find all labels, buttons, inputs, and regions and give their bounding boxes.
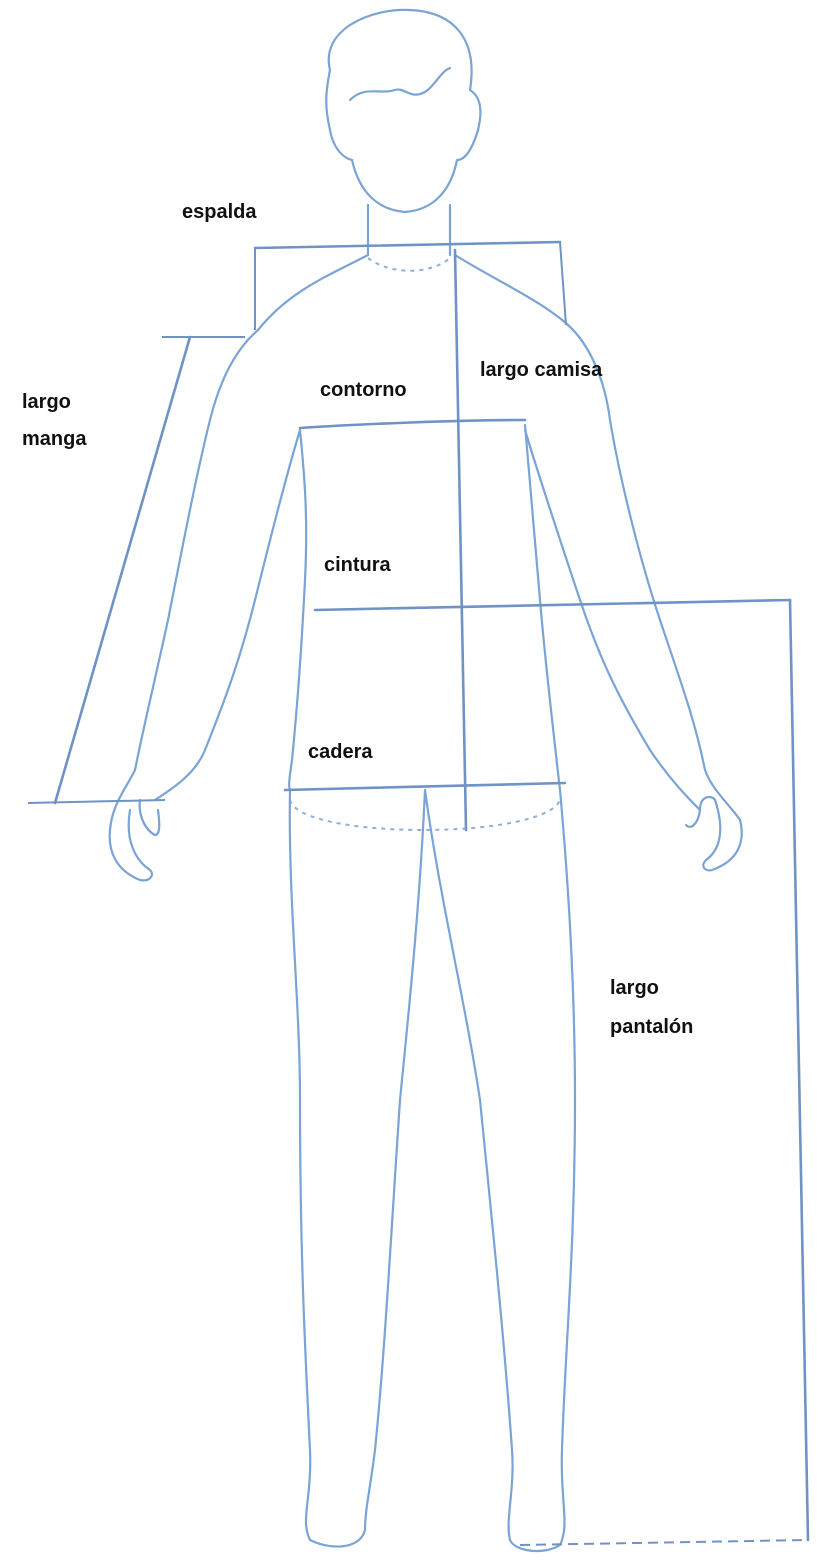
torso-left — [289, 430, 306, 790]
head-outline — [326, 10, 480, 212]
label-contorno: contorno — [320, 378, 407, 402]
label-largo-manga-line1: largo — [22, 390, 71, 414]
label-cadera: cadera — [308, 740, 373, 764]
label-largo-pantalon-line2: pantalón — [610, 1015, 693, 1039]
left-arm-outer — [110, 330, 258, 830]
right-leg-inner — [425, 790, 513, 1540]
right-arm-outer — [568, 325, 740, 820]
contorno-line — [300, 420, 525, 428]
neckline-dotted — [368, 258, 450, 271]
largo-manga-bottom-tick — [28, 800, 165, 803]
label-espalda: espalda — [182, 200, 256, 224]
left-leg-inner — [365, 790, 425, 1530]
torso-right — [525, 425, 560, 790]
right-hand — [686, 797, 742, 870]
left-hand — [110, 800, 160, 880]
shoulder-right — [455, 255, 568, 325]
label-largo-camisa: largo camisa — [480, 358, 602, 382]
right-arm-inner — [525, 430, 700, 810]
espalda-line — [255, 242, 560, 248]
shoulder-left — [258, 255, 368, 330]
hair-curl — [350, 68, 450, 100]
left-leg-outer — [290, 790, 365, 1547]
right-leg-outer — [510, 790, 575, 1551]
label-largo-manga-line2: manga — [22, 427, 86, 451]
largo-pantalon-bottom — [520, 1540, 808, 1545]
label-cintura: cintura — [324, 553, 391, 577]
cintura-line — [315, 600, 790, 610]
largo-pantalon-line — [790, 600, 808, 1540]
espalda-right-tick — [560, 242, 566, 325]
largo-manga-line — [55, 337, 190, 803]
largo-camisa-line — [455, 250, 466, 830]
label-largo-pantalon-line1: largo — [610, 976, 659, 1000]
left-arm-inner — [155, 430, 300, 800]
